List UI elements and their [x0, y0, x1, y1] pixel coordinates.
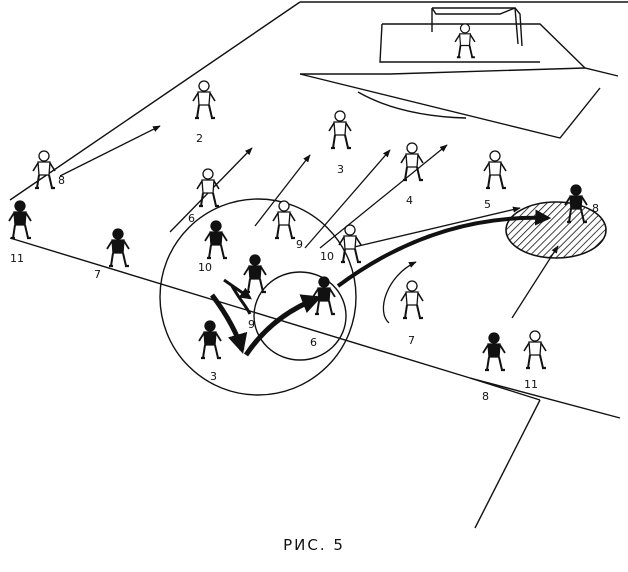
- action-zone: [159, 198, 357, 396]
- player-dark-8b: 8: [481, 331, 507, 403]
- player-white-2: 2: [191, 79, 217, 145]
- defending-team: 11 7 10 9 3 6 8 8: [7, 183, 599, 403]
- pass-arrows: [210, 209, 552, 357]
- player-white-10: 10: [320, 223, 363, 264]
- player-white-3: 3: [327, 109, 353, 176]
- figure-caption: РИС. 5: [283, 536, 345, 554]
- label-3: 3: [337, 163, 344, 176]
- svg-text:10: 10: [320, 250, 334, 263]
- svg-text:7: 7: [408, 334, 415, 347]
- svg-text:11: 11: [524, 378, 538, 391]
- svg-text:3: 3: [210, 370, 217, 383]
- svg-text:2: 2: [196, 132, 203, 145]
- player-white-11: 11: [522, 329, 548, 391]
- player-white-4: 4: [399, 141, 425, 207]
- attacking-team: 2 3 4 5 6 7 8 9 10 11: [31, 22, 548, 391]
- player-dark-7: 7: [94, 227, 131, 281]
- player-dark-11: 11: [7, 199, 33, 265]
- svg-text:8: 8: [482, 390, 489, 403]
- svg-text:9: 9: [296, 238, 303, 251]
- svg-text:6: 6: [310, 336, 317, 349]
- svg-text:5: 5: [484, 198, 491, 211]
- player-dark-6: 6: [310, 275, 337, 349]
- player-dark-3: 3: [197, 319, 223, 383]
- goal: [431, 7, 523, 47]
- player-dark-10: 10: [198, 219, 229, 274]
- svg-text:11: 11: [10, 252, 24, 265]
- run-arrows: [59, 125, 559, 324]
- svg-text:6: 6: [188, 212, 195, 225]
- player-dark-9: 9: [242, 253, 268, 331]
- svg-text:10: 10: [198, 261, 212, 274]
- player-white-7: 7: [399, 279, 425, 347]
- svg-text:8: 8: [592, 202, 599, 215]
- player-white-6: 6: [188, 167, 221, 225]
- player-dark-8a: 8: [563, 183, 599, 224]
- player-white-9: 9: [271, 199, 303, 251]
- pitch-lines: [9, 1, 628, 529]
- svg-text:4: 4: [406, 194, 413, 207]
- player-white-8: 8: [31, 149, 65, 190]
- player-white-5: 5: [482, 149, 508, 211]
- svg-text:8: 8: [58, 174, 65, 187]
- goalkeeper: [454, 22, 476, 59]
- svg-text:7: 7: [94, 268, 101, 281]
- svg-text:9: 9: [248, 318, 255, 331]
